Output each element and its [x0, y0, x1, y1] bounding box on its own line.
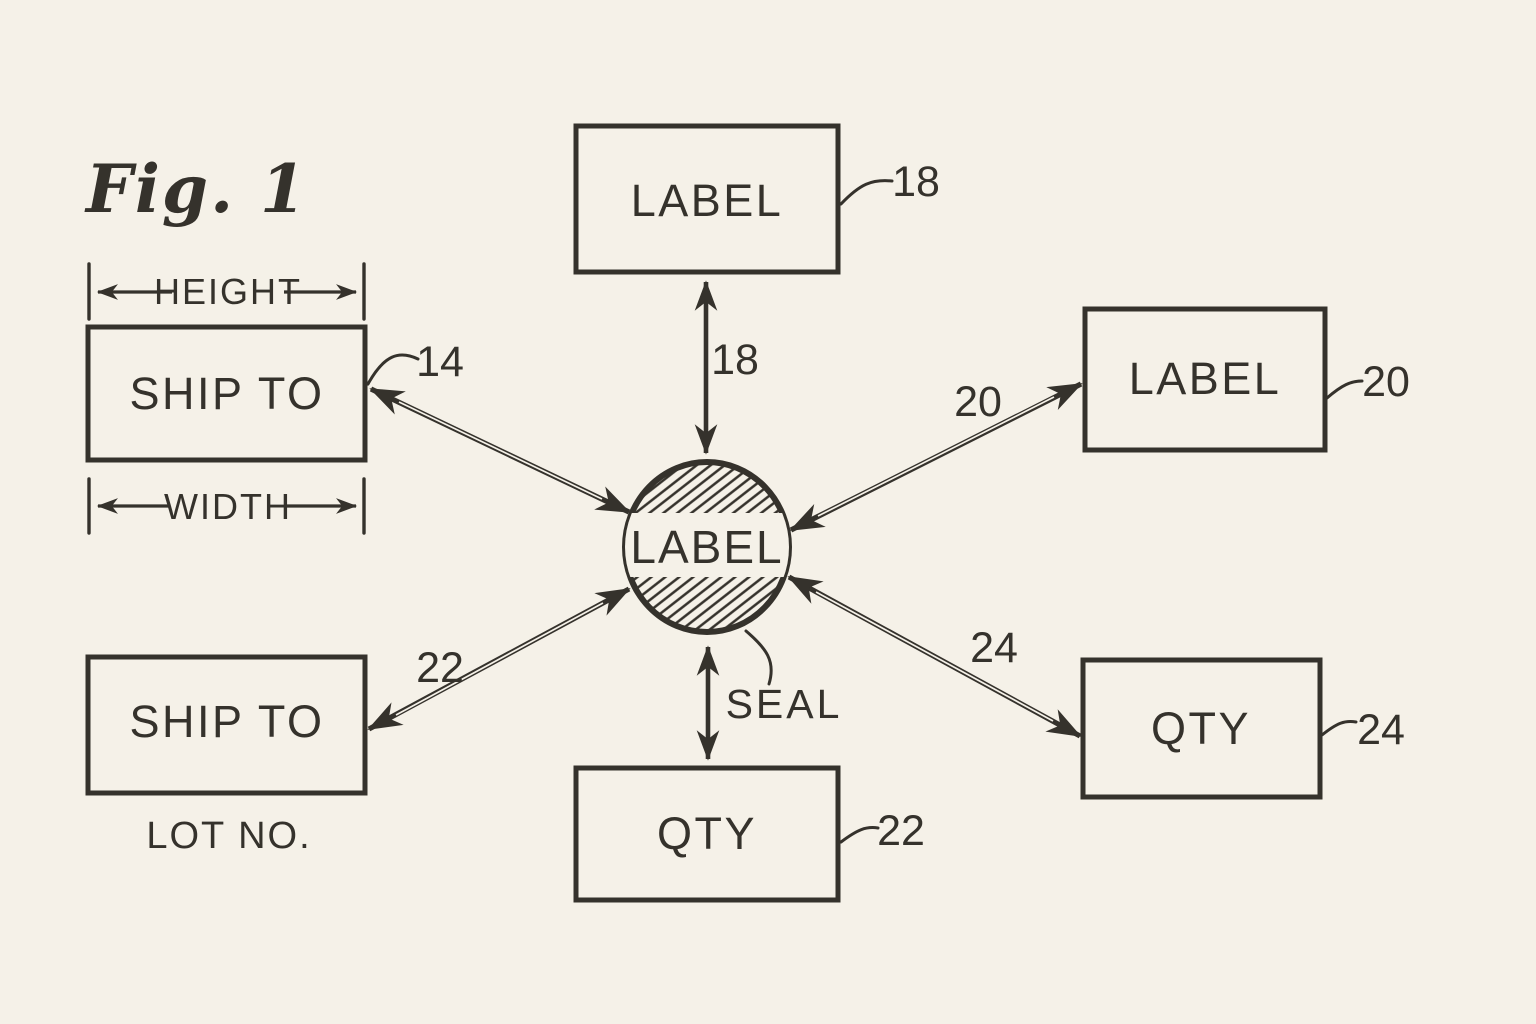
arrow-label-24: 24: [970, 624, 1018, 672]
arrow-lower-right-core: [815, 591, 1054, 722]
ship-to-box-bottom-left-label: SHIP TO: [129, 696, 324, 747]
arrow-lower-right: 24: [787, 574, 1082, 739]
ref-18-leader-line: [839, 179, 894, 206]
label-box-top-outline: [573, 123, 841, 275]
seal-circle-label: LABEL: [630, 521, 783, 573]
width-dimension: WIDTH: [87, 477, 366, 535]
label-box-top: LABEL 18: [573, 123, 940, 275]
qty-box-bottom-label: QTY: [657, 808, 757, 859]
seal-caption: SEAL: [726, 681, 843, 727]
arrow-top-vertical: 18: [694, 280, 759, 455]
ref-14-leader-line: [366, 353, 420, 386]
qty-box-bottom-right-outline: [1080, 657, 1323, 800]
label-box-right-label: LABEL: [1129, 353, 1282, 404]
ref-20-leader-line: [1325, 379, 1364, 400]
ref-14-numeral: 14: [416, 338, 464, 386]
seal-leader-line: [744, 629, 773, 686]
seal-circle-label-band: [625, 513, 789, 577]
ref-24-leader-line: [1320, 719, 1358, 737]
ship-to-box-bottom-left: SHIP TO LOT NO.: [85, 654, 368, 857]
arrow-upper-right-core: [817, 396, 1055, 517]
arrow-label-18: 18: [711, 336, 759, 384]
qty-box-bottom-right: QTY 24: [1080, 657, 1405, 800]
arrow-label-22: 22: [416, 644, 464, 692]
label-box-top-label: LABEL: [631, 175, 784, 226]
arrow-lower-left-core: [395, 602, 604, 716]
label-box-right-outline: [1082, 306, 1328, 453]
qty-box-bottom-right-label: QTY: [1151, 703, 1251, 754]
qty-box-bottom-outline: [573, 765, 841, 903]
qty-box-bottom: QTY 22: [573, 765, 925, 903]
arrow-upper-left: [369, 386, 631, 515]
arrow-lower-left: 22: [367, 586, 631, 732]
arrow-label-20: 20: [954, 378, 1002, 426]
height-dimension: HEIGHT: [87, 262, 366, 321]
lot-no-caption: LOT NO.: [146, 815, 311, 857]
label-box-right: LABEL 20: [1082, 306, 1410, 453]
ref-22-leader-line: [839, 826, 880, 844]
ref-22-numeral: 22: [877, 807, 925, 855]
arrow-upper-right: 20: [789, 378, 1083, 533]
ship-to-box-top-left-label: SHIP TO: [129, 368, 324, 419]
ref-24-numeral: 24: [1357, 706, 1405, 754]
ship-to-box-bottom-left-outline: [85, 654, 368, 796]
width-dimension-label: WIDTH: [164, 486, 292, 527]
ship-to-box-top-left: SHIP TO 14: [85, 324, 464, 463]
ref-20-numeral: 20: [1362, 358, 1410, 406]
figure-title: Fig. 1: [84, 150, 308, 228]
ref-18-numeral: 18: [892, 158, 940, 206]
label-seal-circle: LABEL SEAL: [622, 459, 843, 727]
height-dimension-label: HEIGHT: [154, 271, 302, 312]
arrow-upper-left-core: [398, 401, 603, 500]
ship-to-box-top-left-outline: [85, 324, 368, 463]
